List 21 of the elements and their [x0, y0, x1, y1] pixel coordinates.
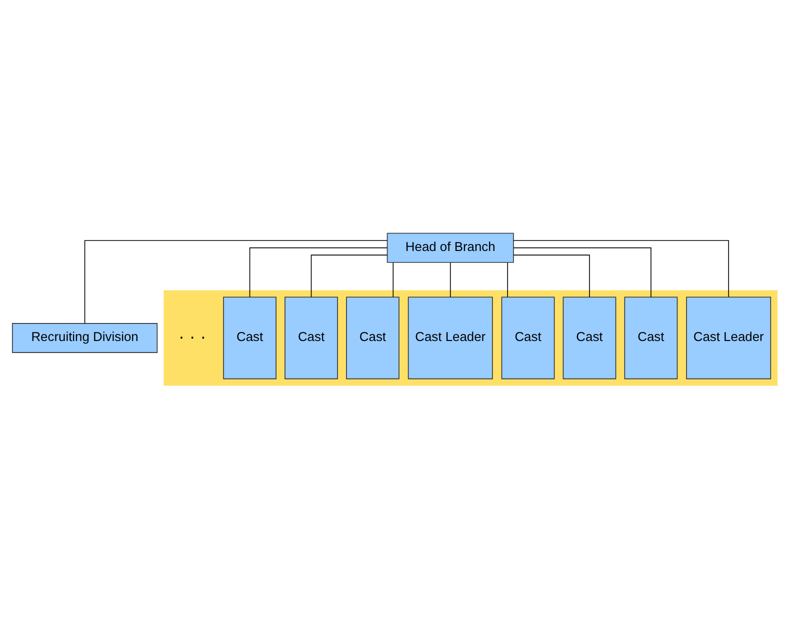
- connector: [84, 240, 388, 324]
- connector: [507, 262, 508, 297]
- connector: [513, 246, 652, 298]
- connector: [310, 254, 388, 297]
- connector: [249, 246, 388, 298]
- connector: [450, 262, 451, 297]
- node-box: Cast: [284, 296, 338, 379]
- node-box: Cast: [346, 296, 400, 379]
- cluster: [164, 290, 778, 386]
- connector: [392, 262, 394, 297]
- node-box: Head of Branch: [386, 232, 514, 262]
- node-box: Cast: [624, 296, 678, 379]
- node-box: Cast: [223, 296, 276, 379]
- node-box: Cast: [562, 296, 616, 379]
- node-box: Cast: [501, 296, 555, 379]
- node-box: Recruiting Division: [12, 322, 158, 352]
- label: · · ·: [178, 326, 206, 346]
- connector: [513, 254, 590, 297]
- connector: [513, 240, 729, 297]
- node-box: Cast Leader: [408, 296, 493, 379]
- node-box: Cast Leader: [686, 296, 772, 379]
